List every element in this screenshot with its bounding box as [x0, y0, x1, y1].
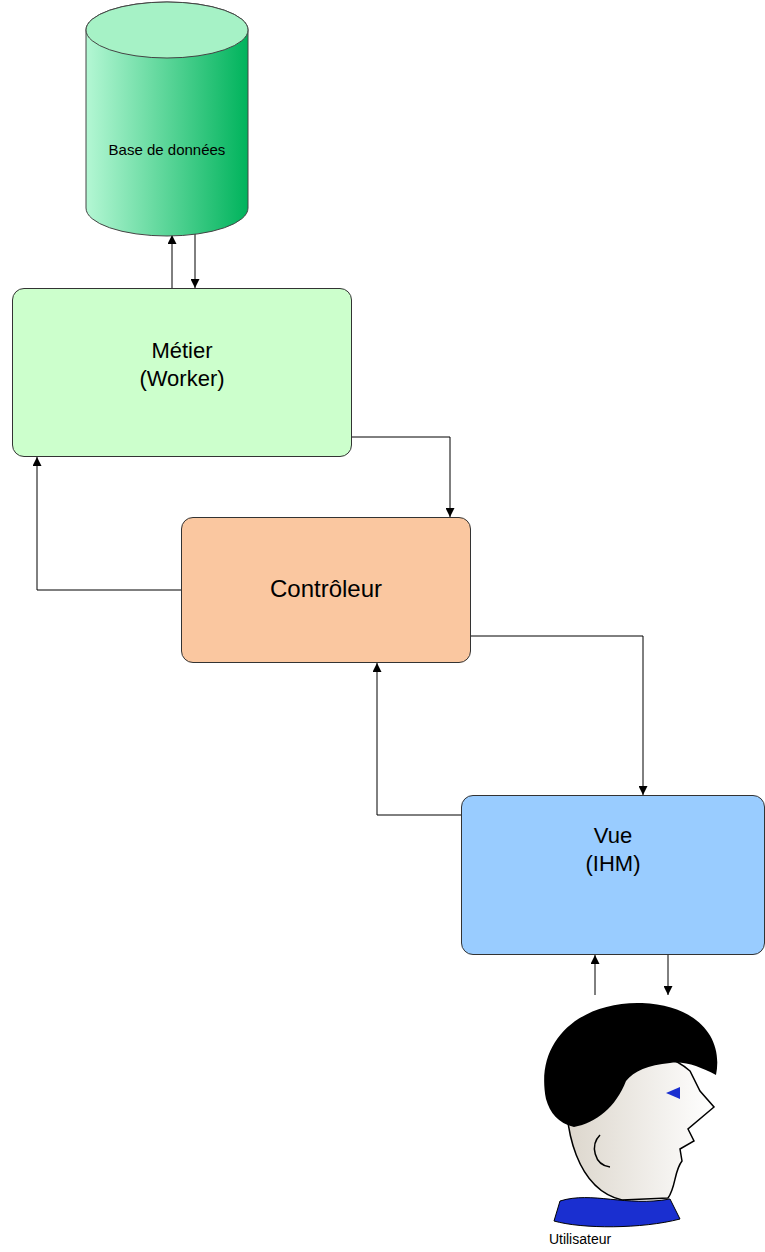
node-label: Métier (Worker) [122, 337, 242, 392]
arrow-connector [668, 955, 669, 995]
actor-label: Utilisateur [530, 1231, 630, 1249]
arrow-connector [172, 235, 173, 288]
arrow-connector [377, 663, 461, 815]
node-label: Vue (IHM) [573, 822, 653, 877]
user-label-holder: Utilisateur [530, 1231, 630, 1249]
arrow-connector [195, 234, 196, 288]
arrow-connector [37, 457, 181, 590]
arrow-connector [595, 955, 596, 995]
node-label: Base de données [92, 141, 242, 160]
user-figure: Utilisateur [530, 995, 730, 1252]
arrow-connector [352, 437, 450, 517]
process-box: Métier (Worker) [12, 288, 352, 457]
user-head-illustration [530, 995, 730, 1230]
cylinder-outline [85, 0, 249, 238]
database-cylinder: Base de données [85, 0, 249, 238]
process-box: Vue (IHM) [461, 795, 765, 955]
arrow-connector [471, 636, 643, 795]
process-box: Contrôleur [181, 517, 471, 663]
node-label: Contrôleur [196, 574, 456, 604]
